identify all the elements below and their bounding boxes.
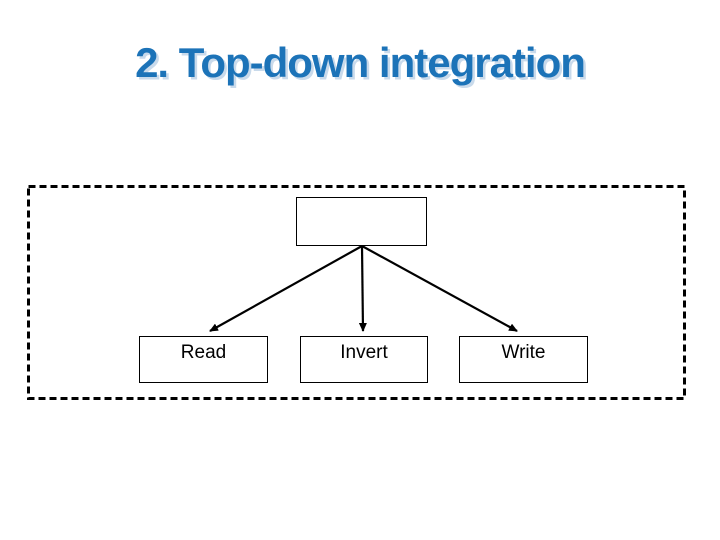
edge-main-invert xyxy=(358,245,367,332)
diagram-node-main xyxy=(296,197,427,246)
diagram-node-invert: Invert xyxy=(300,336,428,383)
slide-title: 2. Top-down integration xyxy=(135,39,586,86)
diagram-node-read: Read xyxy=(139,336,268,383)
edge-main-read xyxy=(209,245,363,332)
diagram-node-write: Write xyxy=(459,336,588,383)
edge-main-write xyxy=(361,245,518,332)
